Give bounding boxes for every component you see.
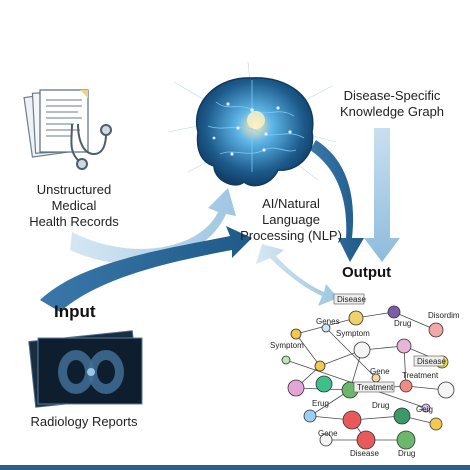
brain-network-icon (168, 62, 337, 187)
stethoscope-icon (70, 123, 112, 170)
graph-node-disease-top: Disease (337, 295, 366, 304)
nlp-to-output-arrow (310, 140, 364, 262)
graph-node-drug-bottom: Drug (398, 449, 415, 458)
records-label: Unstructured Medical Health Records (29, 182, 119, 229)
knowledge-graph-icon: Disease Genes Symptom Drug Disordim Symp… (270, 293, 460, 458)
graph-node-drug-mid: Drug (372, 401, 389, 410)
nlp-label: AI/Natural Language Processing (NLP) (240, 196, 342, 243)
input-label: Input (54, 302, 96, 321)
knowledge-graph-arrow (364, 128, 400, 262)
radiology-label: Radiology Reports (30, 414, 138, 429)
graph-node-geig: Geig (416, 405, 433, 414)
graph-node-disease-bottom: Disease (350, 449, 379, 458)
graph-node-genes: Genes (316, 317, 340, 326)
bottom-bar (0, 465, 470, 470)
xray-film-icon (28, 330, 143, 408)
input-to-nlp-arrow (40, 226, 252, 312)
nlp-output-double-arrow (256, 244, 338, 306)
graph-node-erug: Erug (312, 399, 329, 408)
graph-node-symptom-left: Symptom (270, 341, 304, 350)
output-label: Output (342, 264, 392, 281)
graph-node-gene-bottom: Gene (318, 429, 338, 438)
document-stack-icon (23, 89, 112, 170)
graph-node-disease-tag: Disease (417, 357, 446, 366)
knowledge-graph-label: Disease-Specific Knowledge Graph (339, 88, 445, 119)
graph-node-disorder: Disordim (428, 311, 460, 320)
graph-node-treatment-mid: Treatment (402, 371, 439, 380)
graph-node-treatment-box: Treatment (357, 383, 394, 392)
graph-node-gene-mid: Gene (370, 367, 390, 376)
graph-node-symptom-top: Symptom (336, 329, 370, 338)
graph-node-drug-top: Drug (394, 319, 411, 328)
